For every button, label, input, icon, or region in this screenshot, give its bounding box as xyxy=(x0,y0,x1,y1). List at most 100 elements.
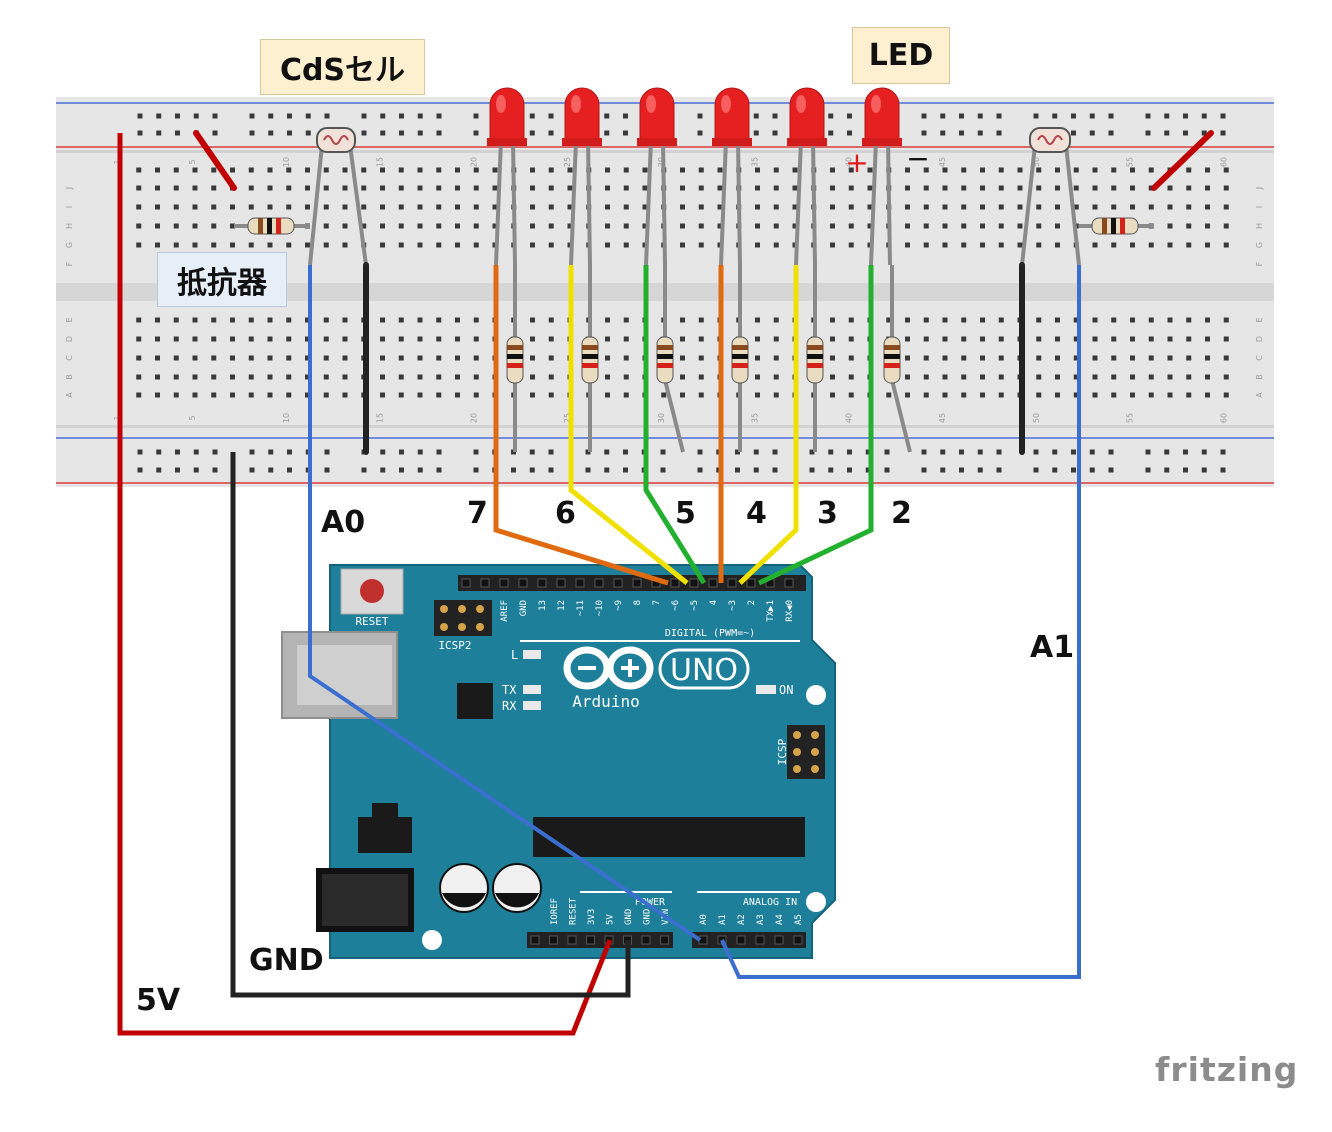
breadboard-column-label: 35 xyxy=(751,413,760,423)
breadboard-hole xyxy=(1055,374,1060,380)
breadboard-hole xyxy=(417,204,423,210)
led-tx xyxy=(523,685,541,694)
breadboard-hole xyxy=(211,392,217,398)
breadboard-hole xyxy=(286,336,292,342)
breadboard-row-label: I xyxy=(65,206,74,208)
header-pin xyxy=(586,935,595,945)
rail-hole xyxy=(268,449,274,455)
rail-hole xyxy=(380,130,386,136)
rail-hole xyxy=(959,113,964,119)
rail-hole xyxy=(1201,130,1207,136)
analog-pin-label: A2 xyxy=(737,914,747,925)
rail-hole xyxy=(697,130,703,136)
breadboard-hole xyxy=(830,185,835,191)
mounting-hole xyxy=(806,685,826,705)
board-pcb xyxy=(329,564,836,959)
breadboard-hole xyxy=(342,317,348,323)
icsp-header xyxy=(787,725,825,779)
breadboard-hole xyxy=(248,242,254,248)
breadboard-hole xyxy=(1130,185,1135,191)
breadboard-hole xyxy=(1148,204,1154,210)
breadboard-hole xyxy=(230,242,235,248)
breadboard-hole xyxy=(267,242,273,248)
breadboard-hole xyxy=(455,167,460,173)
cds-cell-left xyxy=(308,127,368,266)
breadboard-row-label: E xyxy=(65,317,74,322)
breadboard-hole xyxy=(1167,392,1173,398)
header-pin xyxy=(727,578,737,588)
breadboard-hole xyxy=(1223,392,1229,398)
breadboard-hole xyxy=(998,242,1004,248)
usb-connector-inner xyxy=(297,645,392,705)
breadboard-row-label: B xyxy=(1255,374,1264,380)
wire-pin7 xyxy=(493,265,669,586)
breadboard-hole xyxy=(192,374,198,380)
led-red xyxy=(787,87,827,266)
breadboard-hole xyxy=(717,167,723,173)
rail-hole xyxy=(417,467,423,473)
bottom-pin-holes xyxy=(530,935,803,945)
breadboard-hole xyxy=(755,167,760,173)
breadboard-hole xyxy=(230,374,235,380)
power-pin-label: 5V xyxy=(606,914,616,925)
breadboard-row-label: D xyxy=(65,336,74,342)
breadboard-hole xyxy=(436,374,442,380)
rail-hole xyxy=(809,449,815,455)
breadboard-hole xyxy=(286,317,292,323)
rail-hole xyxy=(399,113,404,119)
breadboard-hole xyxy=(1055,317,1060,323)
breadboard-hole xyxy=(530,392,535,398)
breadboard-hole xyxy=(848,336,854,342)
breadboard-hole xyxy=(211,185,217,191)
pin-number-label: 7 xyxy=(467,496,488,531)
breadboard-hole xyxy=(548,355,554,361)
breadboard-hole xyxy=(398,317,404,323)
breadboard-column-label: 45 xyxy=(938,157,947,167)
breadboard-hole xyxy=(1036,204,1042,210)
rail-hole xyxy=(529,113,535,119)
breadboard-hole xyxy=(961,204,967,210)
breadboard-hole xyxy=(1167,336,1173,342)
breadboard-hole xyxy=(623,374,629,380)
led-l-label: L xyxy=(511,648,518,662)
breadboard-column-label: 30 xyxy=(657,413,666,423)
breadboard-hole xyxy=(998,374,1004,380)
rail-hole xyxy=(1164,130,1170,136)
led-resistor xyxy=(731,265,749,452)
breadboard-hole xyxy=(192,204,198,210)
breadboard-hole xyxy=(305,392,310,398)
breadboard-hole xyxy=(680,392,685,398)
rail-hole xyxy=(529,130,535,136)
breadboard-hole xyxy=(1092,204,1098,210)
rail-hole xyxy=(380,449,386,455)
breadboard-hole xyxy=(698,242,704,248)
breadboard-hole xyxy=(1186,167,1192,173)
arduino-uno-board: RESET ICSP2 DIGITAL (PWM=~) L TX RX ON U… xyxy=(281,564,836,959)
analog-pin-label: A3 xyxy=(756,914,766,925)
breadboard-hole xyxy=(886,392,892,398)
breadboard-hole xyxy=(305,185,310,191)
breadboard-column-label: 15 xyxy=(376,413,385,423)
breadboard-hole xyxy=(436,223,442,229)
rail-hole xyxy=(529,449,535,455)
breadboard-hole xyxy=(1092,336,1098,342)
jumper-red-left xyxy=(193,130,237,191)
breadboard-hole xyxy=(1055,355,1060,361)
header-pin xyxy=(594,578,604,588)
breadboard-hole xyxy=(548,374,554,380)
breadboard-hole xyxy=(323,374,329,380)
led-resistor xyxy=(656,265,685,453)
rail-hole xyxy=(287,449,292,455)
breadboard-hole xyxy=(623,167,629,173)
breadboard-hole xyxy=(886,317,892,323)
breadboard-hole xyxy=(623,204,629,210)
breadboard-hole xyxy=(342,392,348,398)
reset-label: RESET xyxy=(355,615,388,628)
breadboard-hole xyxy=(530,223,535,229)
rail-hole xyxy=(623,449,628,455)
breadboard-hole xyxy=(605,242,610,248)
breadboard-hole xyxy=(755,223,760,229)
